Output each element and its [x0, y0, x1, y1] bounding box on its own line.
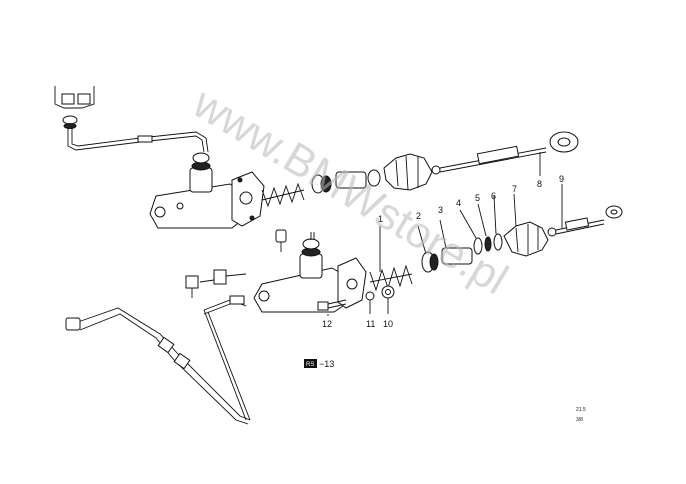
washer-5 — [484, 236, 492, 252]
piston-3 — [441, 247, 473, 265]
bleeder-screw — [275, 229, 287, 252]
callout-12: 12 — [322, 319, 332, 329]
lower-master-cylinder — [253, 232, 367, 313]
upper-master-cylinder — [149, 152, 265, 229]
seal-2 — [421, 251, 439, 273]
bolt-12 — [317, 299, 347, 311]
rs-badge-text: RS — [306, 362, 314, 368]
feed-hose — [67, 128, 209, 153]
upper-spring — [261, 182, 305, 208]
circlip-6 — [493, 233, 503, 251]
callout-3: 3 — [438, 205, 443, 215]
callout-6: 6 — [491, 191, 496, 201]
callout-8: 8 — [537, 179, 542, 189]
callout-9: 9 — [559, 174, 564, 184]
nut-10 — [381, 285, 395, 299]
callout-7: 7 — [512, 184, 517, 194]
upper-pushrod — [439, 131, 579, 173]
callout-10: 10 — [383, 319, 393, 329]
callout-1: 1 — [378, 214, 383, 224]
callout-4: 4 — [456, 198, 461, 208]
fluid-reservoir — [54, 86, 95, 129]
callout-2: 2 — [416, 211, 421, 221]
rs-reference-number: −13 — [319, 359, 334, 369]
washer-11 — [365, 291, 375, 301]
callout-11: 11 — [366, 319, 375, 329]
callout-5: 5 — [475, 193, 480, 203]
leader-lines — [327, 152, 563, 316]
pushrod-9 — [547, 205, 623, 237]
corner-code-top: 21.5 — [576, 407, 586, 413]
hydraulic-line — [65, 295, 251, 425]
rs-reference: RS −13 — [304, 359, 334, 369]
upper-boot — [383, 153, 441, 191]
boot-7 — [503, 221, 549, 257]
washer-4 — [473, 237, 483, 255]
corner-code-bottom: 3/8 — [576, 417, 583, 423]
piston-assembly-1 — [369, 264, 413, 292]
rs-badge — [304, 359, 317, 368]
banjo-fitting — [185, 269, 247, 298]
upper-seals — [311, 169, 381, 194]
